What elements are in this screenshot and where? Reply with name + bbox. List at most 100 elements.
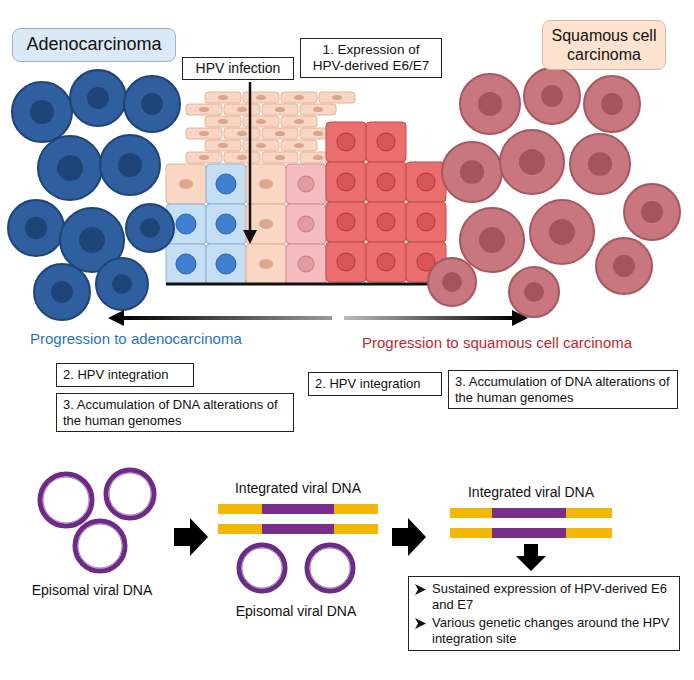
art-circle bbox=[118, 153, 142, 177]
art-circle bbox=[239, 545, 285, 591]
art-use bbox=[286, 204, 326, 244]
art-use bbox=[246, 164, 286, 204]
art-circle bbox=[96, 258, 148, 310]
node-text: 2. HPV integration bbox=[315, 376, 435, 392]
art-circle bbox=[141, 93, 163, 115]
art-circle bbox=[75, 521, 125, 571]
art-use bbox=[286, 164, 326, 204]
art-circle bbox=[601, 93, 623, 115]
art-use bbox=[406, 162, 446, 202]
art-use bbox=[366, 202, 406, 242]
art-circle bbox=[57, 155, 83, 181]
art-use bbox=[205, 92, 241, 103]
art-rect bbox=[492, 508, 566, 518]
step-box: 3. Accumulation of DNA alterations of th… bbox=[448, 370, 678, 409]
bullet-shape bbox=[415, 618, 426, 629]
art-use bbox=[326, 162, 366, 202]
node-text: 3. Accumulation of DNA alterations of th… bbox=[63, 397, 287, 428]
art-use bbox=[186, 104, 222, 115]
art-circle bbox=[140, 218, 160, 238]
node-text: Sustained expression of HPV-derived E6 a… bbox=[432, 581, 673, 612]
art-use bbox=[224, 104, 260, 115]
art-circle bbox=[530, 200, 594, 264]
art-circle bbox=[428, 258, 476, 306]
art-circle bbox=[70, 70, 126, 126]
art-use bbox=[205, 116, 241, 127]
dna-label: Integrated viral DNA bbox=[203, 480, 393, 497]
art-use bbox=[366, 162, 406, 202]
art-circle bbox=[479, 227, 505, 253]
art-use bbox=[262, 128, 298, 139]
node-text: Various genetic changes around the HPV i… bbox=[432, 615, 673, 646]
node-text: 2. HPV integration bbox=[63, 367, 187, 383]
art-rect bbox=[344, 316, 516, 320]
step-box: 3. Accumulation of DNA alterations of th… bbox=[56, 393, 294, 432]
bullet-item: Sustained expression of HPV-derived E6 a… bbox=[415, 581, 673, 612]
art-use bbox=[300, 104, 336, 115]
art-circle bbox=[442, 142, 502, 202]
art-rect bbox=[450, 528, 612, 538]
art-use bbox=[366, 122, 406, 162]
art-use bbox=[326, 122, 366, 162]
art-circle bbox=[478, 92, 502, 116]
art-use bbox=[319, 92, 355, 103]
progression-label: Progression to squamous cell carcinoma bbox=[362, 334, 688, 352]
art-rect bbox=[492, 528, 566, 538]
squamous-carcinoma-cells bbox=[428, 68, 680, 317]
art-use bbox=[186, 128, 222, 139]
art-circle bbox=[442, 272, 462, 292]
art-polygon bbox=[392, 518, 426, 556]
art-use bbox=[205, 140, 241, 151]
art-use bbox=[166, 164, 206, 204]
art-use bbox=[281, 140, 317, 151]
art-circle bbox=[613, 255, 635, 277]
art-use bbox=[224, 152, 260, 163]
infection-arrow bbox=[243, 82, 257, 244]
art-circle bbox=[40, 474, 92, 526]
cancer-type-box: Squamous cell carcinoma bbox=[542, 20, 666, 70]
art-use bbox=[246, 244, 286, 284]
art-circle bbox=[106, 470, 154, 518]
art-polygon bbox=[512, 310, 528, 326]
art-use bbox=[281, 92, 317, 103]
art-use bbox=[224, 128, 260, 139]
basal-cells bbox=[166, 122, 446, 284]
art-circle bbox=[460, 208, 524, 272]
event-box: HPV infection bbox=[182, 57, 294, 80]
art-circle bbox=[242, 548, 282, 588]
art-polygon bbox=[174, 518, 208, 556]
art-use bbox=[326, 202, 366, 242]
block-arrows bbox=[174, 518, 546, 571]
art-circle bbox=[310, 548, 350, 588]
art-use bbox=[243, 140, 279, 151]
node-text: Squamous cell carcinoma bbox=[549, 26, 659, 64]
art-circle bbox=[509, 267, 559, 317]
art-circle bbox=[109, 473, 151, 515]
node-text: Adenocarcinoma bbox=[19, 34, 169, 56]
bullet-marker bbox=[415, 584, 426, 595]
node-text: HPV infection bbox=[187, 60, 289, 77]
art-use bbox=[206, 244, 246, 284]
art-use bbox=[281, 116, 317, 127]
art-use bbox=[366, 242, 406, 282]
art-use bbox=[406, 202, 446, 242]
art-circle bbox=[8, 200, 64, 256]
art-circle bbox=[460, 74, 520, 134]
art-rect bbox=[218, 504, 378, 514]
art-circle bbox=[596, 238, 652, 294]
bullet-shape bbox=[415, 584, 426, 595]
art-circle bbox=[78, 524, 122, 568]
outcome-box: Sustained expression of HPV-derived E6 a… bbox=[408, 576, 680, 651]
art-circle bbox=[30, 100, 54, 124]
art-circle bbox=[524, 282, 544, 302]
art-use bbox=[262, 104, 298, 115]
dna-label: Episomal viral DNA bbox=[211, 603, 381, 620]
step-box: 2. HPV integration bbox=[56, 363, 194, 387]
art-circle bbox=[79, 227, 105, 253]
art-circle bbox=[25, 217, 47, 239]
dna-label: Episomal viral DNA bbox=[7, 582, 177, 599]
basement-membrane bbox=[166, 283, 462, 286]
art-circle bbox=[51, 281, 73, 303]
art-circle bbox=[112, 274, 132, 294]
